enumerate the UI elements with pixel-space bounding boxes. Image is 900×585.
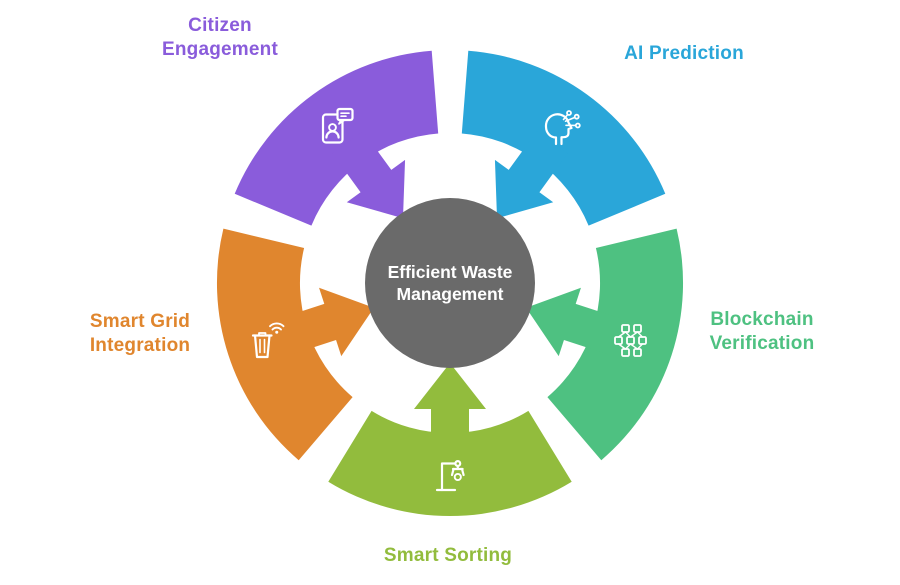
blockchain-blocks-icon xyxy=(614,324,647,357)
robot-arm-icon xyxy=(435,460,465,492)
arrow-blockchain-verification xyxy=(526,287,622,357)
label-line: AI Prediction xyxy=(624,43,744,64)
arrow-ai-prediction xyxy=(494,131,568,219)
center-title-line2: Management xyxy=(397,284,504,304)
label-line: Engagement xyxy=(161,39,279,61)
label-line: Citizen xyxy=(188,15,252,36)
arrow-smart-sorting xyxy=(414,363,486,457)
label-line: Integration xyxy=(89,335,191,357)
label-line: Smart Grid xyxy=(89,311,191,332)
label-line: Verification xyxy=(709,333,815,355)
ai-head-icon xyxy=(544,110,581,146)
segment-label-smart-sorting: Smart Sorting xyxy=(348,544,548,568)
label-line: Blockchain xyxy=(710,309,814,330)
segment-label-ai-prediction: AI Prediction xyxy=(584,42,784,66)
segment-citizen-engagement xyxy=(234,50,439,226)
segment-label-smart-grid-integration: Smart Grid Integration xyxy=(40,310,240,359)
center-title-line1: Efficient Waste xyxy=(388,262,513,282)
segment-smart-grid-integration xyxy=(216,228,353,461)
center-circle xyxy=(365,198,535,368)
label-line: Smart Sorting xyxy=(383,545,513,566)
phone-chat-icon xyxy=(321,107,354,144)
arrow-citizen-engagement xyxy=(332,131,406,219)
segment-label-citizen-engagement: Citizen Engagement xyxy=(120,14,320,63)
segment-label-blockchain-verification: Blockchain Verification xyxy=(662,308,862,357)
smart-bin-wifi-icon xyxy=(251,322,285,359)
arrow-smart-grid-integration xyxy=(278,287,374,357)
